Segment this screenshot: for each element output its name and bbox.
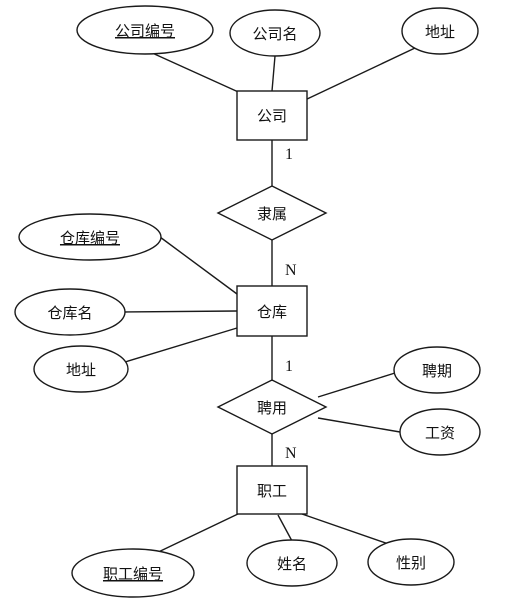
edge-company-address [304, 47, 416, 101]
edge-employee-gender [301, 513, 401, 549]
attribute-company-id-label: 公司编号 [115, 22, 175, 40]
entity-employee-label: 职工 [257, 482, 287, 500]
attribute-salary: 工资 [399, 408, 481, 456]
attribute-company-address: 地址 [401, 7, 479, 55]
edge-warehouse-name [124, 310, 238, 313]
edge-company-id [149, 51, 246, 96]
connector-lines [124, 47, 416, 557]
attribute-employee-gender: 性别 [367, 538, 455, 586]
edge-warehouse-id [159, 236, 238, 295]
attribute-employee-gender-label: 性别 [396, 554, 426, 572]
attribute-warehouse-address: 地址 [33, 345, 129, 393]
entity-company: 公司 [236, 90, 308, 141]
attribute-company-name-label: 公司名 [252, 25, 297, 43]
cardinality-hire-employee: N [285, 445, 297, 462]
attribute-hire-period: 聘期 [393, 346, 481, 394]
entity-company-label: 公司 [257, 107, 287, 125]
relationship-hire-label: 聘用 [257, 399, 287, 417]
attribute-warehouse-name-label: 仓库名 [47, 304, 92, 322]
attribute-company-id: 公司编号 [76, 5, 214, 55]
attribute-warehouse-name: 仓库名 [14, 288, 126, 336]
attribute-warehouse-id-label: 仓库编号 [60, 229, 120, 247]
cardinality-belongs-warehouse: N [285, 262, 297, 279]
edge-employee-name [277, 514, 293, 542]
attribute-company-name: 公司名 [229, 9, 321, 57]
relationship-hire: 聘用 [216, 379, 328, 435]
edge-hire-period [317, 372, 396, 398]
edge-employee-id [149, 512, 241, 557]
attribute-employee-id-label: 职工编号 [103, 565, 163, 583]
edge-hire-salary [317, 417, 401, 433]
relationship-belongs-label: 隶属 [257, 205, 287, 223]
edge-warehouse-address [124, 327, 238, 363]
cardinality-warehouse-hire: 1 [285, 358, 293, 375]
edge-company-name [271, 55, 276, 92]
attribute-employee-id: 职工编号 [71, 548, 195, 598]
entity-warehouse-label: 仓库 [257, 303, 287, 321]
relationship-belongs: 隶属 [216, 185, 328, 241]
attribute-company-address-label: 地址 [425, 23, 455, 41]
entity-warehouse: 仓库 [236, 285, 308, 337]
attribute-employee-name-label: 姓名 [277, 555, 307, 573]
attribute-salary-label: 工资 [425, 424, 455, 442]
cardinality-company-belongs: 1 [285, 146, 293, 163]
attribute-warehouse-id: 仓库编号 [18, 213, 162, 261]
attribute-warehouse-address-label: 地址 [66, 361, 96, 379]
attribute-hire-period-label: 聘期 [422, 362, 452, 380]
attribute-employee-name: 姓名 [246, 539, 338, 587]
entity-employee: 职工 [236, 465, 308, 515]
